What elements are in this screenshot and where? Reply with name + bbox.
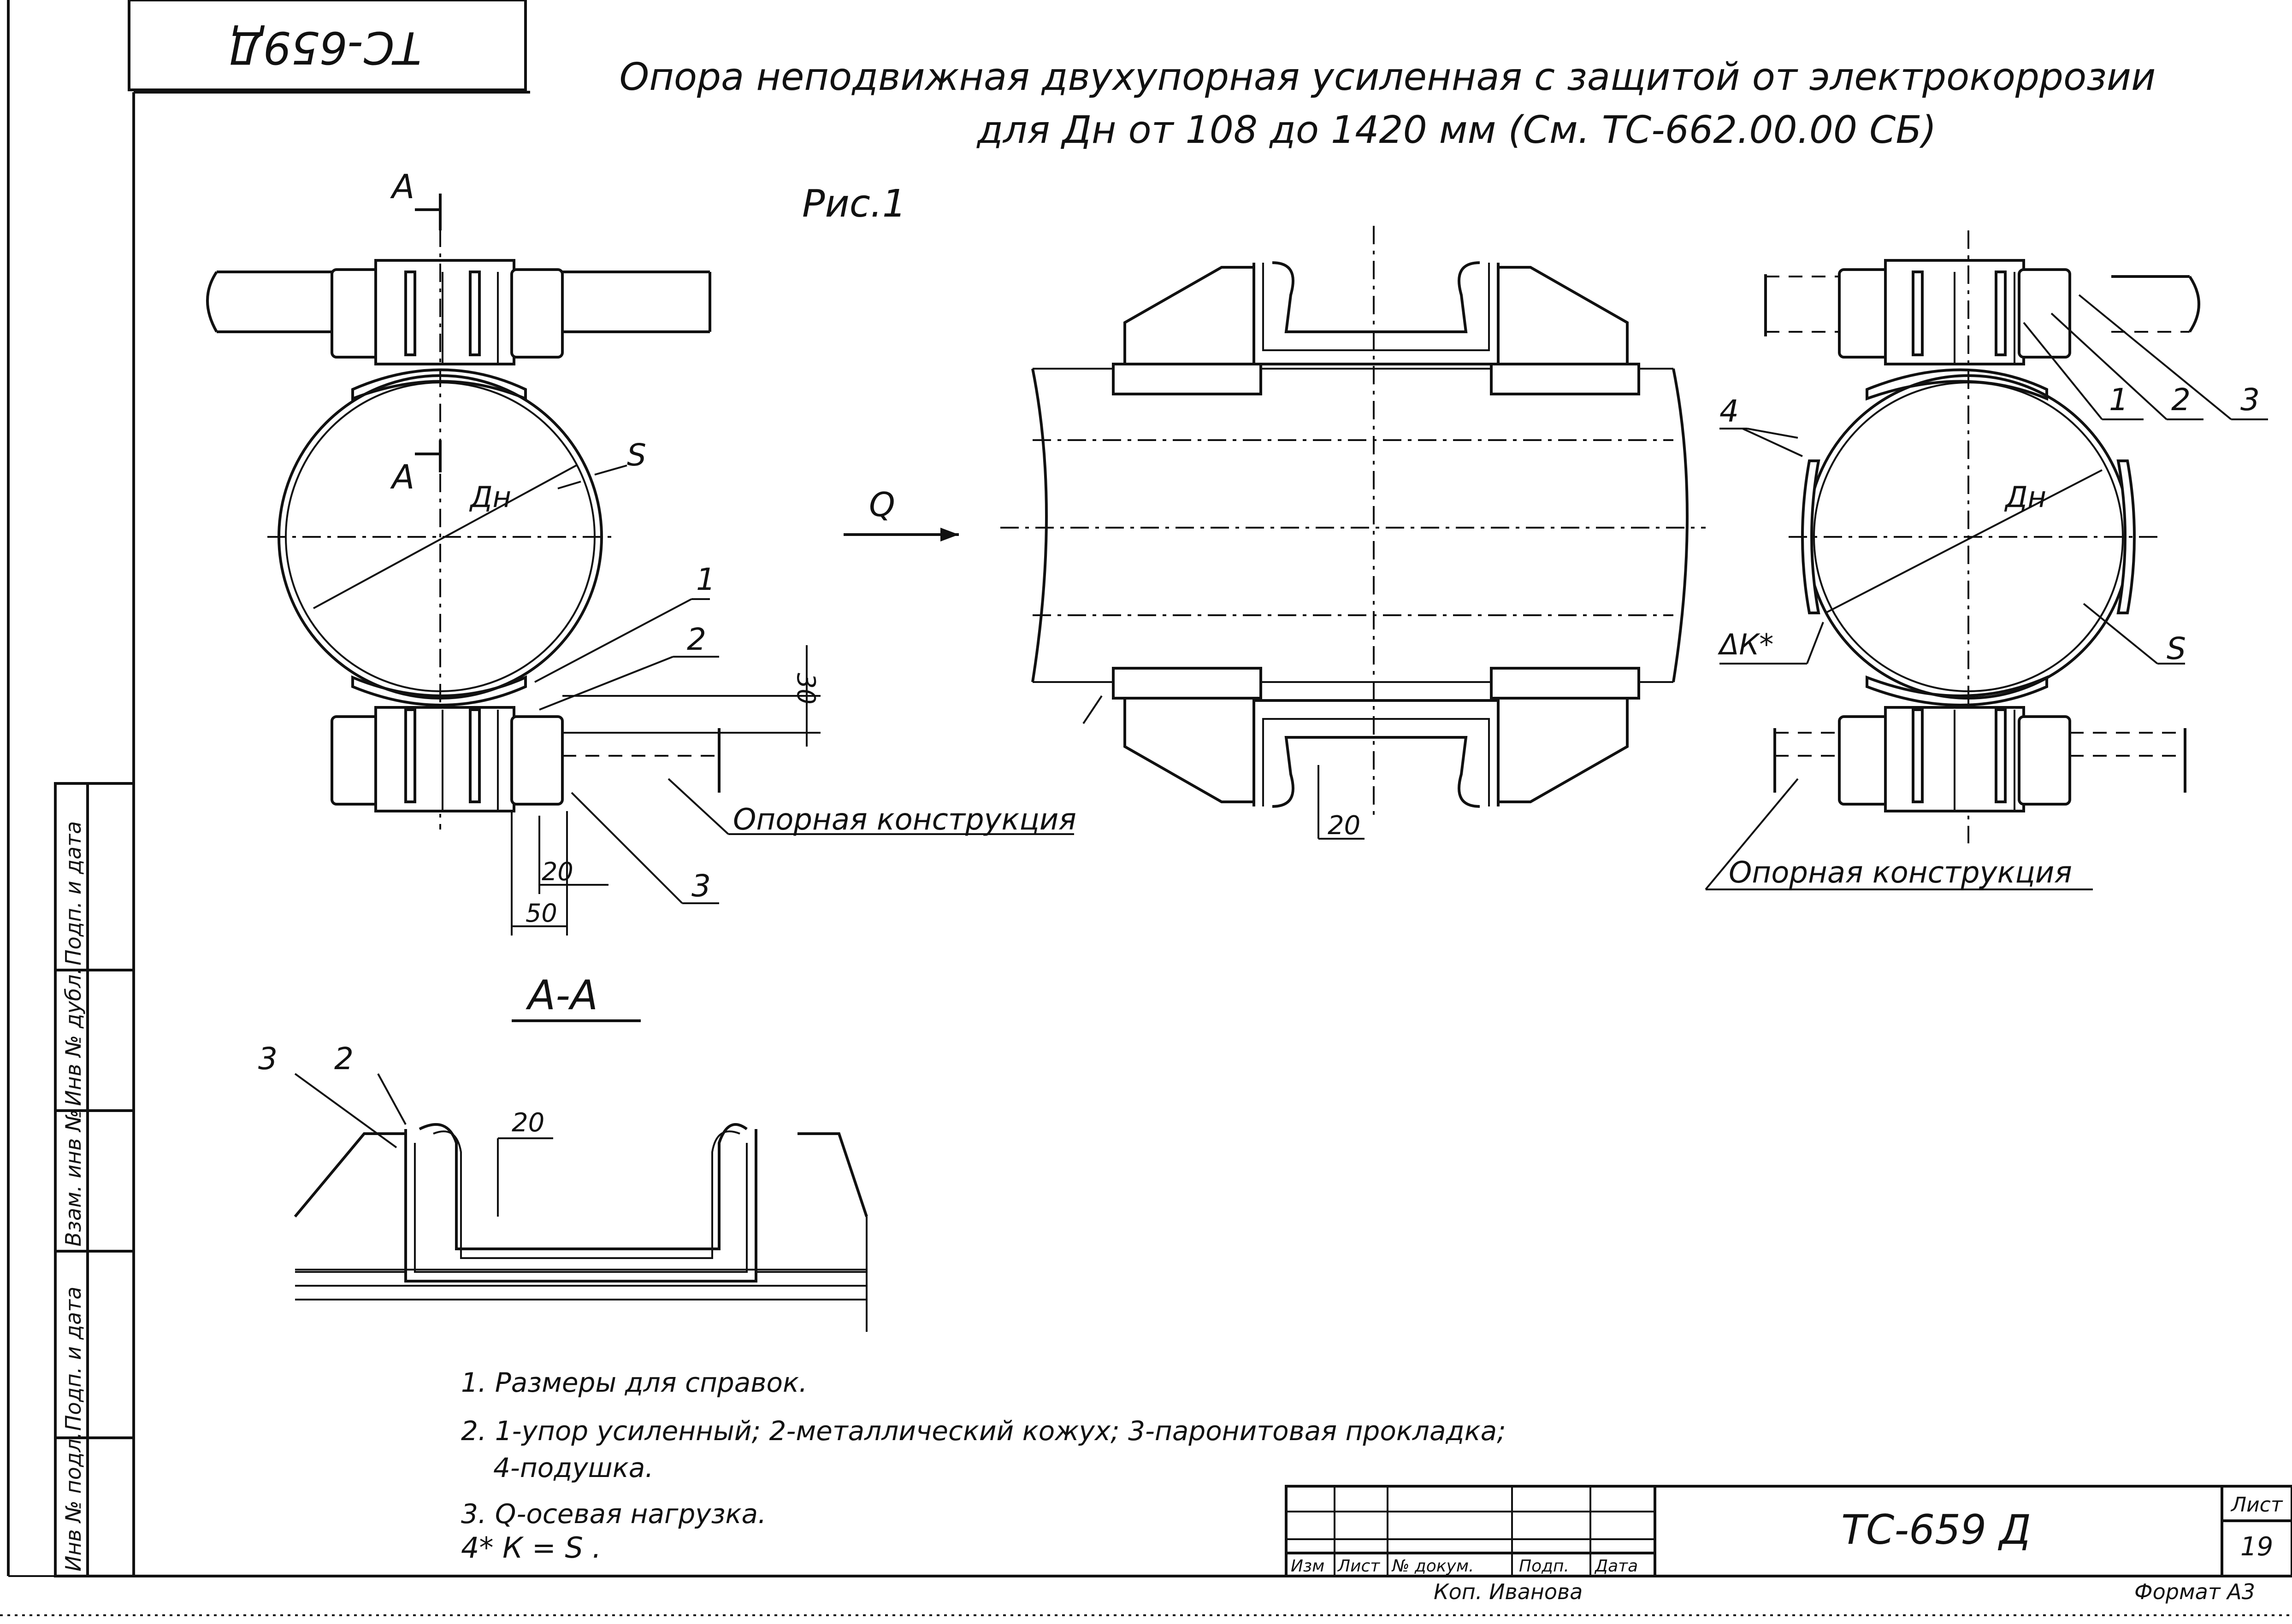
diameter-label-right: Дн xyxy=(2004,480,2046,514)
tb-copied-by: Коп. Иванова xyxy=(1434,1579,1583,1604)
side-stamp-2: Инв № дубл. xyxy=(61,968,86,1106)
tb-code: ТС-659 Д xyxy=(1841,1506,2031,1553)
side-stamp-4: Подп. и дата xyxy=(61,1287,86,1431)
support-label-right: Опорная конструкция xyxy=(1729,856,2072,890)
side-stamp-5: Инв № подл. xyxy=(61,1432,86,1571)
figure-label: Рис.1 xyxy=(802,182,906,226)
thickness-label-right: S xyxy=(2167,631,2186,666)
left-view xyxy=(206,194,1074,936)
note-3: 3. Q-осевая нагрузка. xyxy=(461,1498,766,1530)
section-callout-2: 2 xyxy=(334,1041,354,1077)
section-mark-bottom: А xyxy=(390,458,414,496)
callout-4-right: 4 xyxy=(1719,394,1739,429)
tb-sheet-number: 19 xyxy=(2240,1532,2273,1562)
section-mark-top: А xyxy=(390,167,414,206)
section-label: А-А xyxy=(526,971,598,1019)
thickness-label-left: S xyxy=(627,437,646,473)
note-2: 2. 1-упор усиленный; 2-металлический кож… xyxy=(461,1415,1506,1447)
load-label: Q xyxy=(869,485,895,524)
side-stamp-3: Взам. инв № xyxy=(61,1109,86,1247)
tb-col-doc: № докум. xyxy=(1391,1557,1474,1576)
note-4: 4* К = S . xyxy=(461,1531,601,1565)
tb-sheet-label: Лист xyxy=(2230,1493,2283,1517)
callout-3-right: 3 xyxy=(2240,382,2260,418)
note-2-cont: 4-подушка. xyxy=(493,1452,654,1483)
support-label-left: Опорная конструкция xyxy=(733,803,1076,837)
top-stamp-code: TC-659Д xyxy=(229,22,422,73)
middle-view xyxy=(844,226,1706,840)
gap-label: ΔК* xyxy=(1718,628,1773,661)
callout-1-left: 1 xyxy=(696,562,715,597)
side-stamp-1: Подп. и дата xyxy=(61,821,86,965)
callout-3-left: 3 xyxy=(691,868,711,904)
title-block xyxy=(1285,1485,2292,1577)
callout-1-right: 1 xyxy=(2109,382,2128,418)
drawing-title-line1: Опора неподвижная двухупорная усиленная … xyxy=(620,55,2156,99)
side-stamp-column xyxy=(54,782,135,1577)
callout-2-left: 2 xyxy=(687,622,706,657)
dim-30: 30 xyxy=(792,673,821,705)
drawing-title-line2: для Дн от 108 до 1420 мм (См. ТС-662.00.… xyxy=(976,108,1936,152)
note-1: 1. Размеры для справок. xyxy=(461,1367,807,1398)
tb-col-izm: Изм xyxy=(1291,1557,1324,1576)
section-view xyxy=(294,1073,868,1332)
dim-20-section: 20 xyxy=(512,1108,544,1138)
tb-col-sign: Подп. xyxy=(1519,1557,1569,1576)
dim-20-middle: 20 xyxy=(1328,811,1360,841)
tb-format: Формат А3 xyxy=(2134,1579,2255,1604)
diameter-label-left: Дн xyxy=(469,480,511,514)
dim-50: 50 xyxy=(526,899,557,928)
dim-20-left: 20 xyxy=(542,857,573,886)
top-stamp-box xyxy=(128,0,527,91)
tb-col-date: Дата xyxy=(1594,1557,1638,1576)
tb-col-list: Лист xyxy=(1337,1557,1380,1576)
section-callout-3: 3 xyxy=(258,1041,278,1077)
callout-2-right: 2 xyxy=(2171,382,2191,418)
right-view xyxy=(1705,230,2268,890)
